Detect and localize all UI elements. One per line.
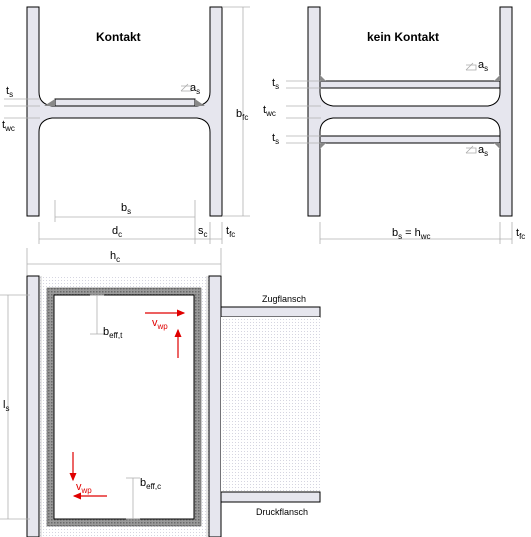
web-panel bbox=[53, 294, 195, 520]
right-as-bottom-label: as bbox=[465, 144, 488, 158]
vwp-bottom-arrows bbox=[69, 452, 107, 500]
left-as-label: as bbox=[180, 82, 200, 96]
beff-t-dim bbox=[90, 294, 104, 335]
left-dc-label: dc bbox=[112, 225, 122, 239]
right-ts-top-label: ts bbox=[272, 77, 279, 91]
left-panel: Kontakt as ts twc bfc bs bbox=[2, 6, 250, 244]
left-twc-label: twc bbox=[2, 119, 15, 133]
beff-t-label: beff,t bbox=[103, 326, 123, 340]
left-tfc-label: tfc bbox=[226, 225, 235, 239]
right-twc-label: twc bbox=[263, 104, 276, 118]
left-sc-label: sc bbox=[198, 225, 208, 239]
right-weld-tr bbox=[494, 75, 500, 81]
left-stiffener bbox=[54, 98, 196, 107]
right-tfc-label: tfc bbox=[516, 227, 525, 241]
beam-flange-top bbox=[220, 306, 321, 318]
druckflansch-label: Druckflansch bbox=[256, 507, 308, 517]
column-flange-left bbox=[26, 275, 40, 537]
column-flange-right bbox=[208, 275, 222, 537]
right-bs-dim bbox=[319, 222, 513, 244]
right-title: kein Kontakt bbox=[367, 30, 439, 44]
left-ts-label: ts bbox=[6, 85, 13, 99]
right-as-top-label: as bbox=[465, 59, 488, 73]
ls-label: ls bbox=[3, 399, 9, 413]
vwp-bottom-label: vwp bbox=[76, 481, 92, 495]
zugflansch-label: Zugflansch bbox=[262, 294, 306, 304]
hc-dim bbox=[26, 248, 222, 275]
svg-text:as: as bbox=[190, 82, 200, 96]
right-panel: kein Kontakt as as ts twc ts bs bbox=[263, 6, 525, 244]
right-column-section bbox=[307, 6, 513, 217]
right-thickness-dims bbox=[286, 80, 321, 144]
bottom-panel: hc Zugflansch Druckflansch ls beff,t bbox=[0, 248, 321, 537]
svg-text:as: as bbox=[478, 144, 488, 158]
hc-label: hc bbox=[110, 250, 120, 264]
left-dc-dim bbox=[38, 222, 223, 244]
left-ts-twc-dims bbox=[4, 98, 40, 119]
svg-text:as: as bbox=[478, 59, 488, 73]
right-weld-br bbox=[494, 143, 500, 149]
left-weld-right bbox=[195, 99, 205, 106]
right-stiffener-top bbox=[319, 80, 501, 89]
right-stiffener-bottom bbox=[319, 135, 501, 144]
beff-c-dim bbox=[126, 477, 140, 520]
beam-flange-bottom bbox=[220, 491, 321, 503]
beam-web bbox=[221, 317, 320, 492]
right-bs-label: bs = hwc bbox=[392, 227, 431, 241]
right-weld-bl bbox=[320, 143, 326, 149]
left-weld-left bbox=[44, 99, 55, 106]
left-bfc-dim bbox=[222, 6, 250, 217]
left-bfc-label: bfc bbox=[236, 108, 248, 122]
left-bs-label: bs bbox=[121, 202, 131, 216]
right-ts-bottom-label: ts bbox=[272, 132, 279, 146]
left-bs-dim bbox=[54, 200, 196, 222]
ls-dim bbox=[0, 294, 30, 520]
vwp-top-label: vwp bbox=[152, 317, 168, 331]
vwp-top-arrows bbox=[145, 309, 186, 358]
right-weld-tl bbox=[320, 75, 326, 81]
left-title: Kontakt bbox=[96, 30, 141, 44]
beff-c-label: beff,c bbox=[140, 477, 161, 491]
